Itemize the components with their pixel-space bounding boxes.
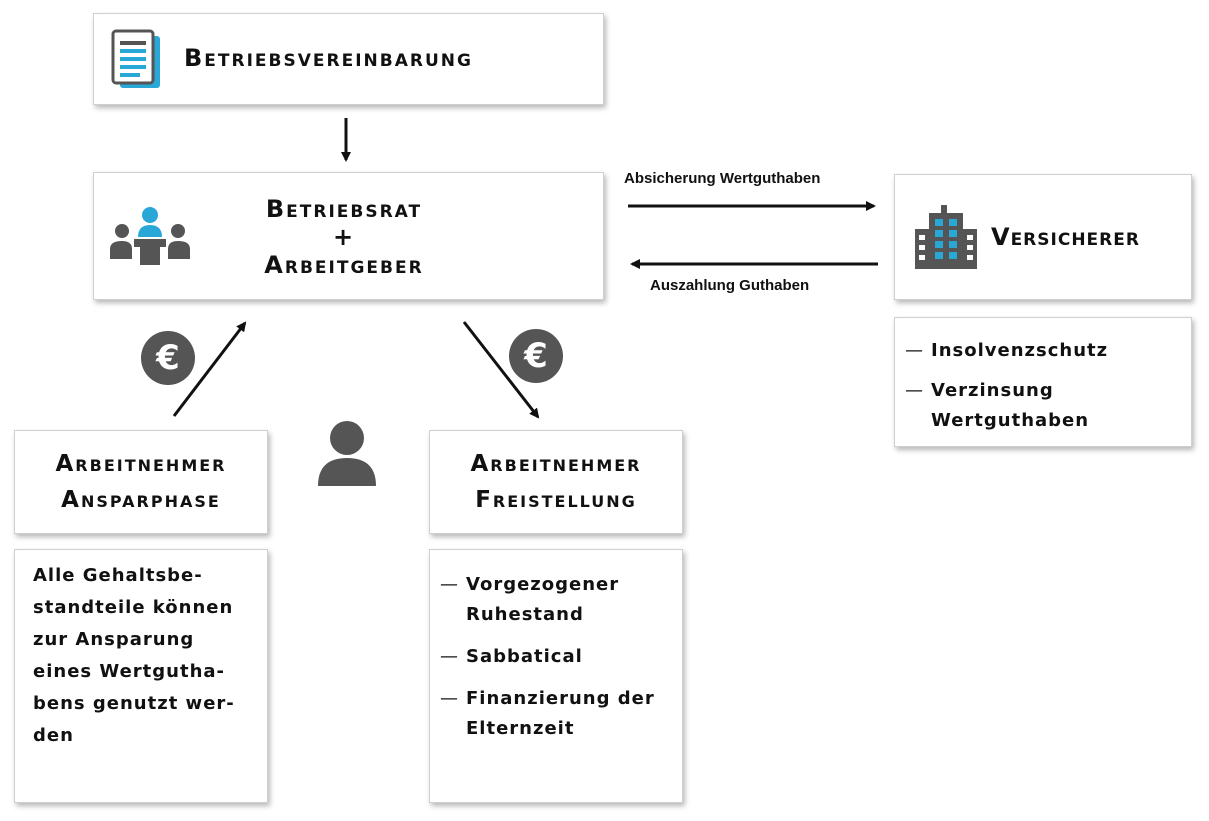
arbeitnehmer-title: Arbeitnehmer [470,451,642,477]
betriebsvereinbarung-title: Betriebsvereinbarung [184,44,473,72]
ansparphase-description: Alle Gehaltsbe-standteile können zur Ans… [33,565,235,746]
bullet-dash: — [905,380,924,401]
ansparphase-title: Ansparphase [61,487,221,513]
arrow-anspar-to-betriebsrat [172,321,247,417]
versicherer-box: Versicherer [894,174,1192,300]
arbeitnehmer-title: Arbeitnehmer [55,451,227,477]
arbeitgeber-title: Arbeitgeber [264,251,424,279]
list-item: —Insolvenzschutz [905,336,1175,366]
versicherer-details-box: —Insolvenzschutz —Verzinsung Wertguthabe… [894,317,1192,447]
arbeitnehmer-freistellung-box: Arbeitnehmer Freistellung [429,430,683,534]
betriebsrat-box: Betriebsrat + Arbeitgeber [93,172,604,300]
bullet-dash: — [905,340,924,361]
bullet-dash: — [440,646,459,667]
person-icon [318,421,376,486]
ansparphase-details-box: Alle Gehaltsbe-standteile können zur Ans… [14,549,268,803]
arbeitnehmer-ansparphase-box: Arbeitnehmer Ansparphase [14,430,268,534]
versicherer-title: Versicherer [991,223,1140,251]
meeting-people-icon [110,207,190,265]
arrow-betriebsrat-to-freistellung [462,321,540,419]
document-icon [111,29,160,88]
list-item: —Finanzierung der Elternzeit [440,684,676,744]
euro-coin-icon: € [509,329,563,383]
list-item: —Sabbatical [440,642,676,672]
list-item: —Verzinsung Wertguthaben [905,376,1175,436]
freistellung-title: Freistellung [475,487,637,513]
edge-label-auszahlung: Auszahlung Guthaben [650,277,810,294]
edge-label-absicherung: Absicherung Wertguthaben [624,170,821,187]
office-building-icon [915,205,977,269]
plus-sign: + [332,223,356,251]
freistellung-details-box: —Vorgezogener Ruhestand —Sabbatical —Fin… [429,549,683,803]
bullet-dash: — [440,688,459,709]
list-item: —Vorgezogener Ruhestand [440,570,676,630]
euro-coin-icon: € [141,331,195,385]
bullet-dash: — [440,574,459,595]
betriebsvereinbarung-box: Betriebsvereinbarung [93,13,604,105]
betriebsrat-title: Betriebsrat [265,195,423,223]
